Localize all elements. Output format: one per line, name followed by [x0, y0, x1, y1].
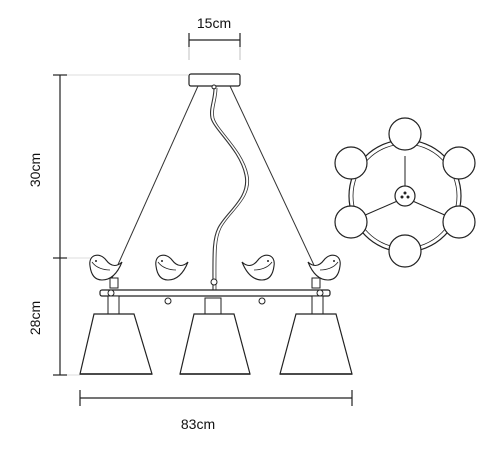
top-view-diagram: [334, 117, 476, 268]
label-lower-height: 28cm: [27, 301, 43, 335]
lamp-shade-left: [79, 295, 153, 375]
top-shade-3: [442, 205, 476, 239]
suspension-wires: [111, 85, 321, 293]
label-total-width: 83cm: [181, 416, 215, 432]
bird-ornament-4: [307, 254, 341, 289]
top-shade-6: [334, 146, 368, 180]
dimension-total-width: 83cm: [79, 390, 353, 432]
bird-ornament-2: [155, 254, 189, 281]
bird-ornament-1: [89, 254, 123, 289]
dimension-canopy-width: 15cm: [188, 15, 241, 60]
top-shade-4: [388, 234, 422, 268]
lamp-shade-middle: [179, 297, 251, 375]
label-upper-height: 30cm: [27, 153, 43, 187]
top-shade-1: [388, 117, 422, 151]
label-canopy-width: 15cm: [197, 15, 231, 31]
dimension-heights: 30cm 28cm: [27, 74, 188, 376]
top-shade-5: [334, 205, 368, 239]
lamp-shade-right: [279, 295, 353, 375]
ceiling-canopy: [188, 73, 241, 90]
top-shade-2: [442, 146, 476, 180]
bird-ornament-3: [241, 254, 275, 281]
horizontal-bar: [99, 278, 331, 305]
